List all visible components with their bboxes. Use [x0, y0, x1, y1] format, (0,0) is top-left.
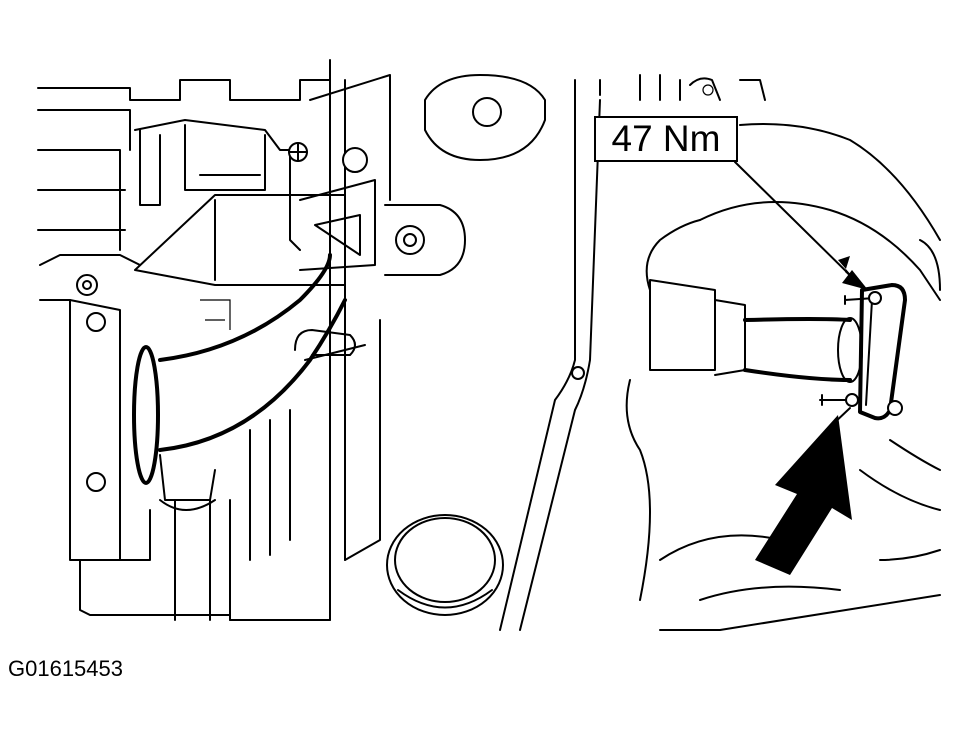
right-assembly [499, 74, 941, 631]
direction-arrow-icon [755, 415, 852, 575]
center-parts [386, 74, 546, 616]
left-assembly [37, 59, 466, 621]
figure-id: G01615453 [8, 656, 123, 681]
torque-callout: 47 Nm [594, 116, 738, 162]
torque-value: 47 Nm [611, 118, 721, 159]
